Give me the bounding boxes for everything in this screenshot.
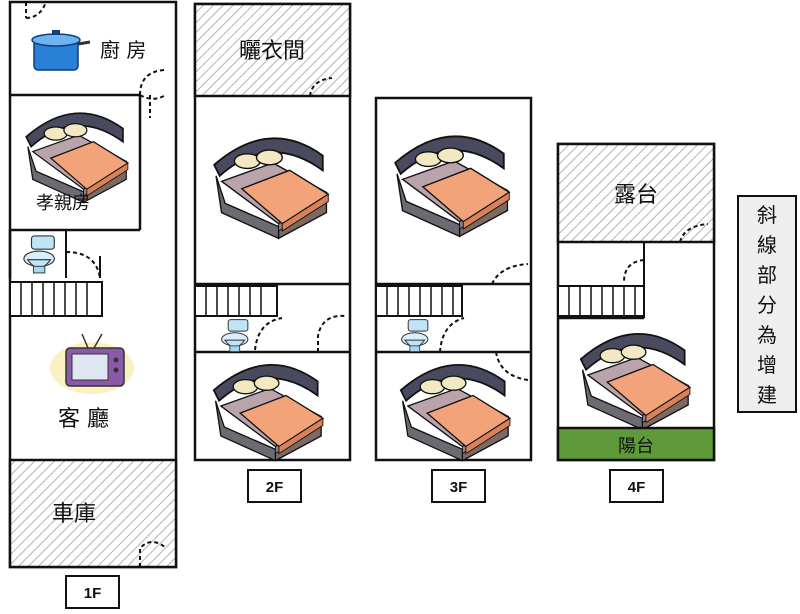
floor-3f-outline: [374, 96, 533, 462]
note-char: 斜: [757, 203, 777, 227]
note-char: 建: [757, 383, 777, 407]
television-icon: [50, 333, 134, 394]
toilet-icon: [221, 319, 249, 353]
floor-label-box-3f: [431, 469, 486, 503]
bed-icon: [579, 333, 691, 431]
stairs-icon: [194, 285, 278, 317]
door-swing-icon: [65, 251, 101, 279]
room-label-balcony: 陽台: [618, 436, 654, 457]
door-swing-icon: [309, 77, 333, 97]
door-swing-icon: [679, 223, 709, 243]
door-swing-icon: [139, 69, 165, 96]
stairs-icon: [557, 285, 645, 317]
floor-label-box-2f: [247, 469, 302, 503]
door-swing-icon: [495, 351, 529, 381]
floor-2f: 曬衣間 2F: [193, 2, 352, 503]
hatch-legend-note: 斜 線 部 分 為 增 建: [737, 195, 797, 413]
bed-icon: [212, 364, 324, 462]
door-swing-icon: [317, 314, 347, 352]
floor-label-1f: 1F: [84, 585, 102, 602]
door-swing-icon: [25, 1, 47, 19]
laundry-room-hatched-area: [193, 2, 352, 98]
room-label-garage: 車庫: [52, 502, 96, 527]
door-swing-icon: [254, 317, 283, 351]
stairs-icon: [9, 281, 103, 317]
door-swing-icon: [491, 263, 529, 285]
terrace-hatched-area: [556, 142, 716, 244]
room-label-living-room: 客 廳: [58, 407, 109, 432]
note-char: 為: [757, 323, 777, 347]
floor-label-2f: 2F: [266, 479, 284, 496]
bed-icon: [394, 135, 511, 238]
bed-icon: [213, 137, 330, 240]
toilet-icon: [23, 235, 55, 274]
toilet-icon: [401, 319, 429, 353]
note-char: 增: [757, 353, 777, 377]
cooking-pot-icon: [31, 30, 91, 71]
room-label-parents-room: 孝親房: [36, 193, 90, 214]
door-swing-icon: [139, 541, 167, 567]
floor-label-box-1f: [65, 575, 120, 609]
stairs-icon: [375, 285, 463, 317]
note-char: 分: [757, 293, 777, 317]
floor-label-3f: 3F: [450, 479, 468, 496]
note-char: 部: [757, 263, 777, 287]
bed-icon: [399, 364, 511, 462]
floor-label-box-4f: [609, 469, 664, 503]
room-label-laundry-room: 曬衣間: [239, 39, 305, 64]
door-swing-icon: [623, 259, 645, 283]
floor-1f: 廚 房 孝親房 客 廳 車庫 1F: [8, 0, 178, 609]
floor-label-4f: 4F: [628, 479, 646, 496]
door-swing-icon: [439, 317, 465, 353]
door-swing-icon: [139, 94, 165, 118]
balcony-area: [556, 426, 716, 462]
bed-icon: [25, 112, 129, 204]
note-char: 線: [757, 233, 777, 257]
room-label-terrace: 露台: [614, 183, 658, 208]
floor-3f: 3F: [374, 96, 533, 503]
garage-hatched-area: [8, 458, 178, 569]
floor-4f: 露台 陽台 4F: [556, 142, 716, 503]
room-label-kitchen: 廚 房: [100, 38, 146, 62]
